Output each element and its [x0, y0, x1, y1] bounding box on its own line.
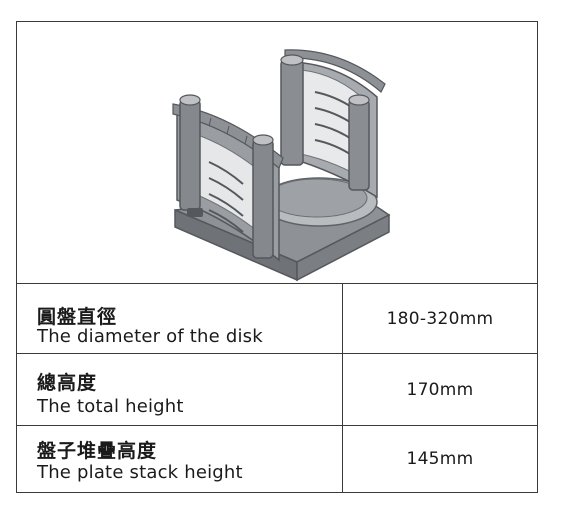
spec-row-total-height: 總高度 The total height 170mm	[17, 354, 537, 426]
spec-label-chinese: 盤子堆疊高度	[37, 440, 158, 462]
spec-label-english: The plate stack height	[37, 462, 243, 483]
spec-label-english: The diameter of the disk	[37, 326, 263, 347]
product-image	[17, 22, 537, 284]
spec-value: 145mm	[406, 449, 474, 469]
spec-label-chinese: 總高度	[37, 372, 98, 394]
spec-row-diameter: 圓盤直徑 The diameter of the disk 180-320mm	[17, 284, 537, 354]
spec-label-chinese: 圓盤直徑	[37, 306, 118, 328]
spec-sheet: 圓盤直徑 The diameter of the disk 180-320mm …	[16, 21, 538, 493]
spec-row-plate-stack-height: 盤子堆疊高度 The plate stack height 145mm	[17, 426, 537, 492]
dish-rack-icon	[172, 49, 391, 282]
spec-value: 170mm	[406, 379, 474, 400]
spec-label-english: The total height	[37, 396, 184, 417]
spec-label-cell: 總高度 The total height	[17, 354, 343, 425]
spec-value: 180-320mm	[386, 308, 494, 329]
spec-label-cell: 盤子堆疊高度 The plate stack height	[17, 426, 343, 492]
spec-label-cell: 圓盤直徑 The diameter of the disk	[17, 284, 343, 353]
